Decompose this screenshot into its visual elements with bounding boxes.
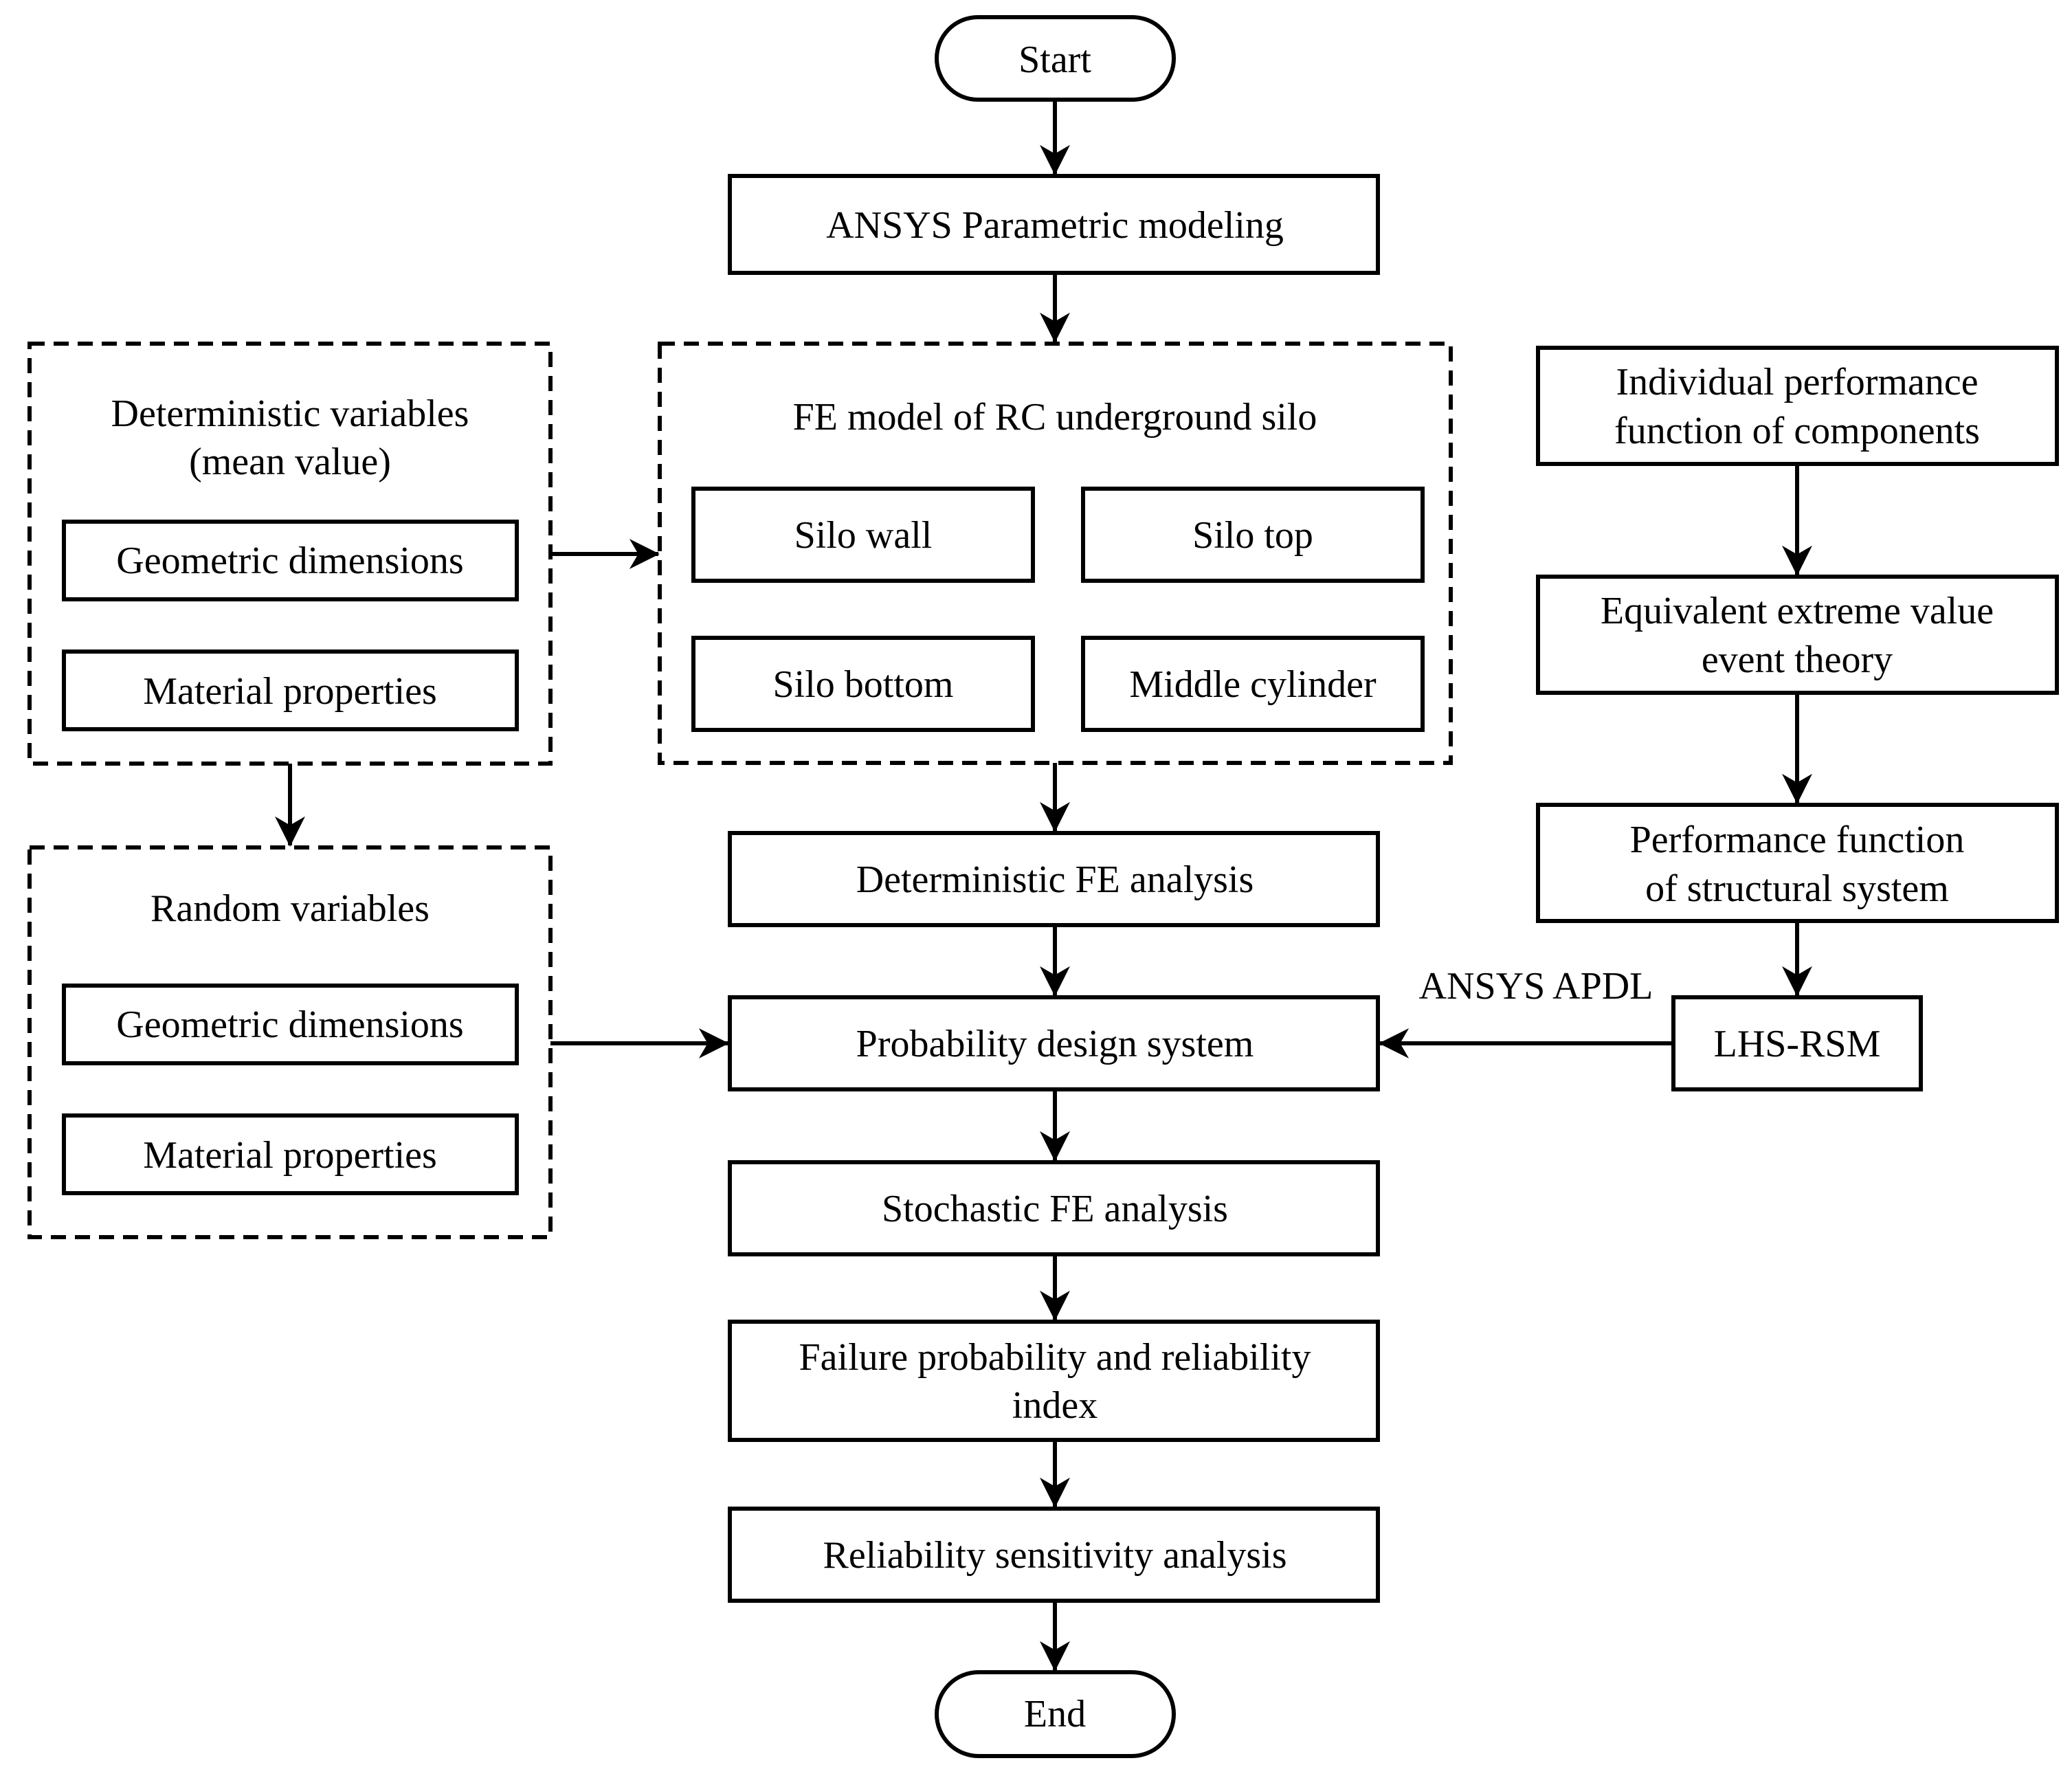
fe-model-group [658, 342, 1453, 765]
silo-wall-box [691, 487, 1035, 583]
end-label: End [1024, 1693, 1086, 1735]
individual-performance-label-line2: function of components [1614, 410, 1980, 452]
equivalent-extreme-value-label-line2: event theory [1702, 639, 1893, 681]
probability-design-system-label: Probability design system [856, 1023, 1254, 1065]
stochastic-fe-analysis-box [728, 1160, 1380, 1256]
random-variables-group [27, 845, 553, 1239]
individual-performance-label-line1: Individual performance [1616, 361, 1978, 403]
performance-function-label-line1: Performance function [1630, 819, 1965, 861]
rand-geometric-dimensions-label: Geometric dimensions [116, 1003, 463, 1046]
det-material-properties-box [62, 650, 519, 731]
deterministic-fe-analysis-label: Deterministic FE analysis [856, 858, 1254, 901]
failure-probability-box [728, 1320, 1380, 1442]
performance-function-label-line2: of structural system [1645, 867, 1949, 910]
stochastic-fe-analysis-label: Stochastic FE analysis [882, 1188, 1228, 1230]
reliability-sensitivity-box [728, 1507, 1380, 1603]
ansys-apdl-label: ANSYS APDL [1419, 965, 1653, 1008]
silo-top-label: Silo top [1192, 514, 1313, 557]
reliability-sensitivity-label: Reliability sensitivity analysis [823, 1534, 1286, 1577]
parametric-modeling-label: ANSYS Parametric modeling [826, 204, 1284, 247]
middle-cylinder-label: Middle cylinder [1129, 663, 1377, 706]
fe-model-title: FE model of RC underground silo [793, 396, 1317, 439]
equivalent-extreme-value-box [1536, 575, 2059, 695]
det-geometric-dimensions-label: Geometric dimensions [116, 540, 463, 582]
silo-bottom-box [691, 636, 1035, 732]
rand-material-properties-label: Material properties [143, 1134, 437, 1177]
rand-material-properties-box [62, 1113, 519, 1195]
det-geometric-dimensions-box [62, 520, 519, 601]
parametric-modeling-box [728, 174, 1380, 275]
silo-top-box [1081, 487, 1425, 583]
deterministic-variables-title-line2: (mean value) [189, 441, 391, 483]
equivalent-extreme-value-label-line1: Equivalent extreme value [1601, 590, 1994, 632]
failure-probability-label-line1: Failure probability and reliability [799, 1336, 1311, 1379]
silo-wall-label: Silo wall [794, 514, 933, 557]
middle-cylinder-box [1081, 636, 1425, 732]
failure-probability-label-line2: index [1012, 1384, 1098, 1427]
silo-bottom-label: Silo bottom [773, 663, 954, 706]
deterministic-variables-title-line1: Deterministic variables [111, 392, 469, 435]
start-label: Start [1018, 38, 1091, 81]
rand-geometric-dimensions-box [62, 984, 519, 1065]
lhs-rsm-box [1671, 995, 1923, 1091]
end-terminal [935, 1670, 1176, 1758]
det-material-properties-label: Material properties [143, 670, 437, 713]
lhs-rsm-label: LHS-RSM [1714, 1023, 1881, 1065]
random-variables-title: Random variables [151, 887, 430, 930]
performance-function-box [1536, 803, 2059, 923]
deterministic-fe-analysis-box [728, 831, 1380, 927]
